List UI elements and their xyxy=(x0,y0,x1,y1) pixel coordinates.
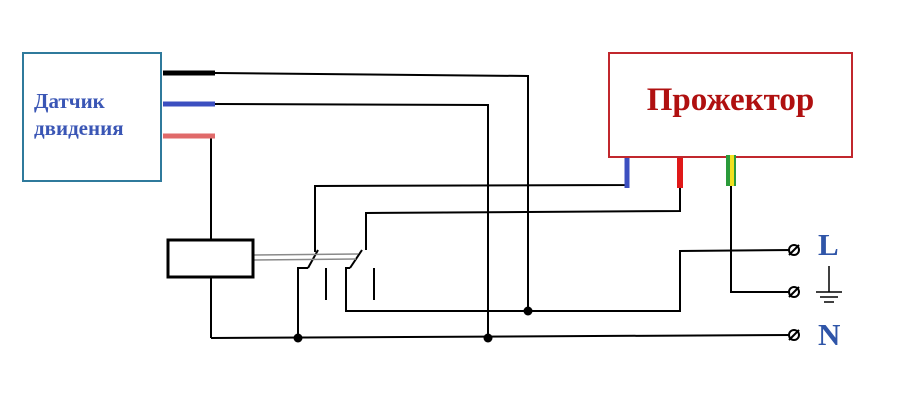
floodlight-label: Прожектор xyxy=(646,82,815,118)
wire-ground xyxy=(730,186,794,293)
wire-contact1-neutral xyxy=(297,267,308,338)
wire-sensor-black xyxy=(214,72,529,311)
ground-icon xyxy=(816,266,842,303)
motion-sensor-label-line2: двидения xyxy=(34,116,124,140)
screw-terminal-icon xyxy=(788,244,800,256)
junction-dot xyxy=(293,333,303,343)
screw-terminal-icon xyxy=(788,329,800,341)
screw-terminal-icon xyxy=(788,286,800,298)
neutral-line xyxy=(210,334,794,339)
junction-dot xyxy=(483,333,493,343)
floodlight-box xyxy=(608,52,853,158)
wire-contact1-blue xyxy=(314,168,628,252)
motion-sensor-box xyxy=(22,52,162,182)
terminal-live-label: L xyxy=(818,227,839,262)
relay-coil xyxy=(166,238,255,279)
wire-contact2-red xyxy=(365,188,681,250)
wire-contact2-junction xyxy=(345,249,795,312)
junctions xyxy=(293,306,533,343)
junction-dot xyxy=(523,306,533,316)
motion-sensor-label: Датчик двидения xyxy=(34,88,160,142)
wires xyxy=(210,72,795,339)
motion-sensor-label-line1: Датчик xyxy=(34,89,105,113)
relay-link xyxy=(252,253,359,261)
terminal-neutral-label: N xyxy=(818,317,841,352)
wire-sensor-blue xyxy=(214,103,489,338)
screw-terminals xyxy=(788,244,800,341)
